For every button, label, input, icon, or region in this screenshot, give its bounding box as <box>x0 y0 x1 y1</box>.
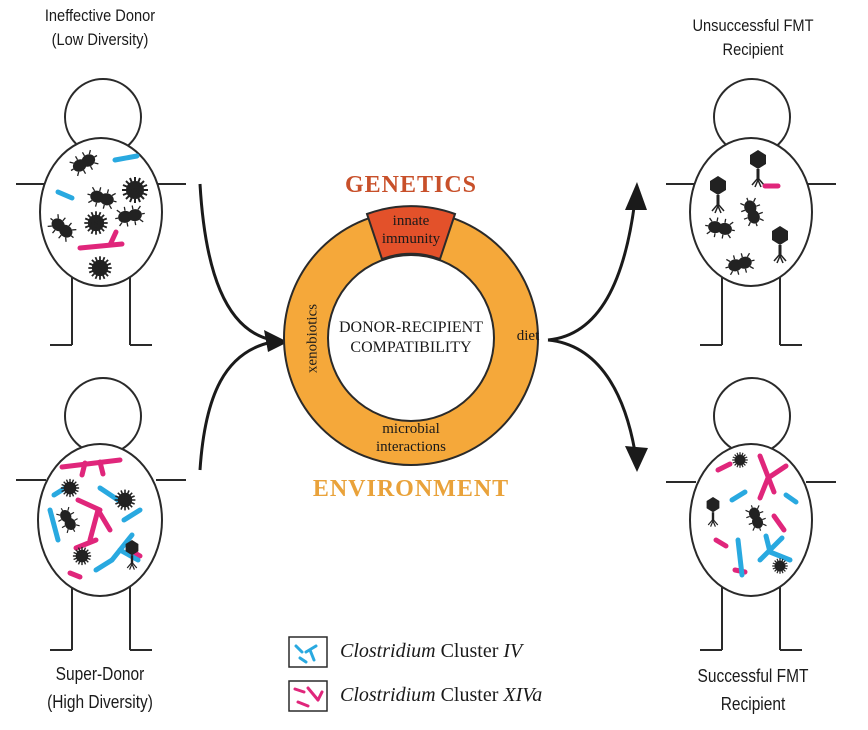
legend-text-cluster-iv: Clostridium Cluster IV <box>340 640 522 663</box>
environment-heading: ENVIRONMENT <box>312 476 510 502</box>
arrows <box>198 183 637 471</box>
center-label-line1: DONOR-RECIPIENT <box>339 319 483 336</box>
legend-item-cluster-iv: Clostridium Cluster IV <box>288 636 608 670</box>
label-unsuccessful-recipient: Unsuccessful FMT Recipient <box>663 14 844 62</box>
legend-cluster-2: XIVa <box>503 684 543 706</box>
legend-swatch-cluster-xiva <box>288 680 328 712</box>
genetics-heading: GENETICS <box>344 172 478 198</box>
innate-immunity-label: innate immunity <box>361 212 461 248</box>
label-super-donor-line2: (High Diversity) <box>47 692 153 712</box>
compatibility-ring <box>283 205 539 466</box>
legend-swatch-cluster-iv <box>288 636 328 668</box>
diet-label: diet <box>516 328 540 344</box>
label-successful-recipient: Successful FMT Recipient <box>663 662 844 718</box>
figure-ineffective-donor <box>16 78 186 346</box>
microbes-ineffective-donor <box>43 146 149 281</box>
legend-cluster-1: IV <box>503 640 523 662</box>
microbial-interactions-label: microbial interactions <box>356 420 466 456</box>
legend-genus-1: Clostridium <box>340 640 436 662</box>
label-unsuccessful-recipient-line1: Unsuccessful FMT <box>692 16 814 35</box>
label-unsuccessful-recipient-line2: Recipient <box>722 40 784 59</box>
label-ineffective-donor: Ineffective Donor (Low Diversity) <box>23 4 178 52</box>
legend-text-cluster-xiva: Clostridium Cluster XIVa <box>340 684 542 707</box>
legend-word-2: Cluster <box>440 684 499 706</box>
innate-immunity-line1: innate <box>392 213 430 229</box>
innate-immunity-segment <box>365 205 457 261</box>
label-super-donor: Super-Donor (High Diversity) <box>23 660 178 716</box>
center-label-line2: COMPATIBILITY <box>350 339 472 356</box>
figure-successful-recipient <box>666 377 836 651</box>
legend-genus-2: Clostridium <box>340 684 436 706</box>
microbial-interactions-line1: microbial <box>382 421 440 437</box>
microbes-super-donor <box>47 457 143 580</box>
label-successful-recipient-line2: Recipient <box>720 694 786 714</box>
arrowheads <box>264 182 648 472</box>
microbial-interactions-line2: interactions <box>376 439 446 455</box>
label-super-donor-line1: Super-Donor <box>55 664 145 684</box>
label-ineffective-donor-line2: (Low Diversity) <box>51 30 149 49</box>
xenobiotics-label: xenobiotics <box>304 303 321 374</box>
center-label: DONOR-RECIPIENT COMPATIBILITY <box>326 318 496 358</box>
label-successful-recipient-line1: Successful FMT <box>697 666 809 686</box>
legend-word-1: Cluster <box>440 640 499 662</box>
label-ineffective-donor-line1: Ineffective Donor <box>44 6 156 25</box>
legend: Clostridium Cluster IV Clostridium Clust… <box>288 636 608 716</box>
innate-immunity-line2: immunity <box>381 231 441 247</box>
microbes-unsuccessful-recipient <box>702 148 790 279</box>
microbes-successful-recipient <box>705 451 799 578</box>
legend-item-cluster-xiva: Clostridium Cluster XIVa <box>288 680 608 714</box>
